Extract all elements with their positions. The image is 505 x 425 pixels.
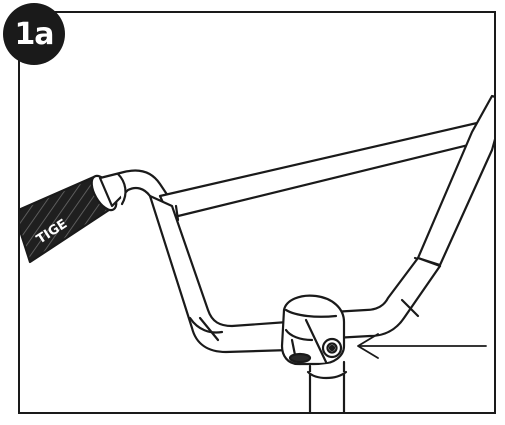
step-badge: 1a xyxy=(3,3,65,65)
left-lower-arm xyxy=(148,194,292,354)
clamp-bolt xyxy=(321,337,343,359)
stem-tube xyxy=(306,360,348,412)
right-lower-arm xyxy=(330,256,442,340)
left-grip: TIGE xyxy=(20,174,118,264)
right-upright xyxy=(413,94,494,268)
pointer-arrow xyxy=(357,333,487,359)
